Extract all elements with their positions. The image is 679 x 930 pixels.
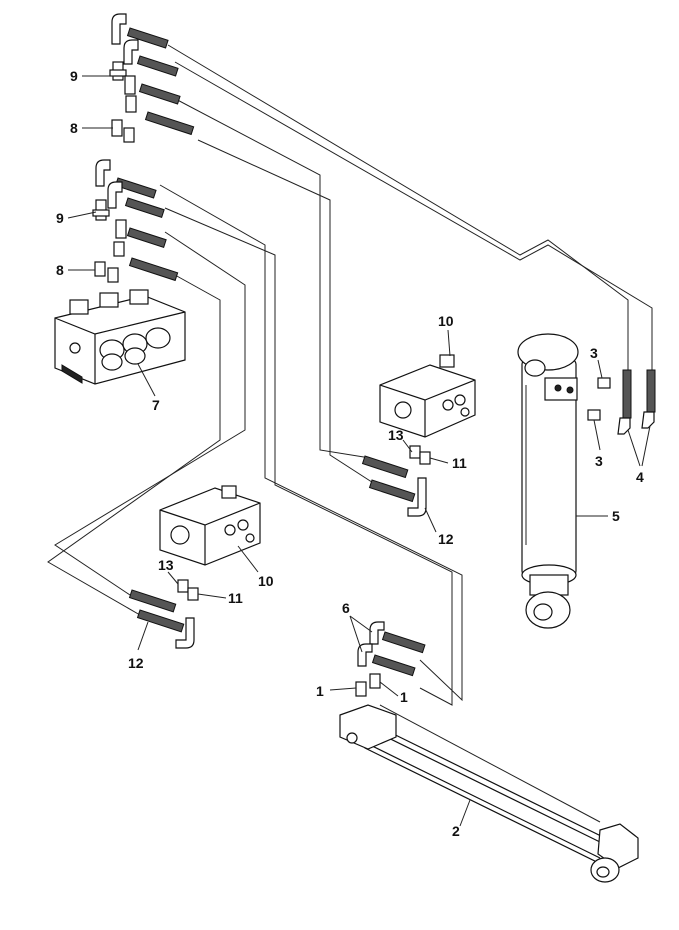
callout-4: 4 (636, 469, 644, 485)
callout-11-right: 11 (452, 455, 467, 471)
callout-9-top: 9 (70, 68, 78, 84)
cylinder-5-fittings (587, 369, 656, 435)
middle-hose-stack (92, 159, 179, 283)
callout-8-middle: 8 (56, 262, 64, 278)
callout-2: 2 (452, 823, 460, 839)
callout-13-right: 13 (388, 427, 404, 443)
callout-10-right: 10 (438, 313, 454, 329)
callout-5: 5 (612, 508, 620, 524)
cylinder-2-fittings (355, 621, 426, 697)
leader-lines (67, 75, 651, 827)
control-valve-block-7 (54, 289, 186, 385)
vertical-cylinder-5 (517, 333, 579, 629)
callout-6: 6 (342, 600, 350, 616)
callout-12-right: 12 (438, 531, 454, 547)
upper-hose-stack (109, 13, 195, 143)
callout-3-lower: 3 (595, 453, 603, 469)
valve-section-10-right (379, 354, 476, 438)
callout-9-middle: 9 (56, 210, 64, 226)
hose-routing-lines (47, 44, 653, 706)
fittings-left-group (128, 579, 199, 649)
callout-7: 7 (152, 397, 160, 413)
callout-11-left: 11 (228, 590, 243, 606)
callout-13-left: 13 (158, 557, 174, 573)
callout-8-top: 8 (70, 120, 78, 136)
callout-1-right: 1 (400, 689, 408, 705)
fittings-right-group (361, 445, 431, 517)
valve-section-10-left (159, 485, 261, 566)
callout-3-upper: 3 (590, 345, 598, 361)
callout-10-left: 10 (258, 573, 274, 589)
callout-labels: 9 8 9 8 7 10 13 11 12 10 13 11 12 3 3 4 … (56, 68, 644, 839)
callout-12-left: 12 (128, 655, 144, 671)
callout-1-left: 1 (316, 683, 324, 699)
horizontal-cylinder-2 (339, 704, 639, 883)
